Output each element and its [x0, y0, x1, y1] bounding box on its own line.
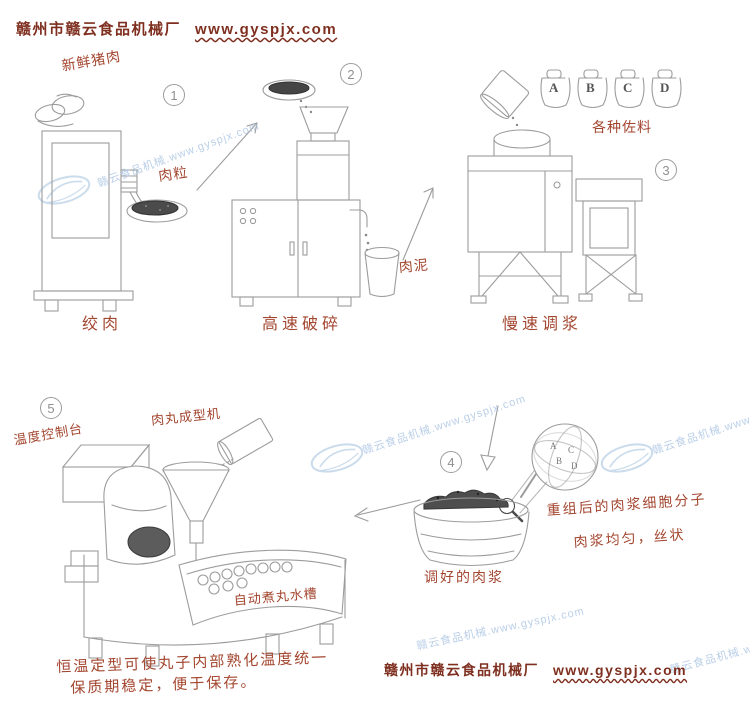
step4-number: 4 [440, 451, 462, 473]
step2-crusher-sketch [231, 79, 400, 307]
header-url: www.gyspjx.com [195, 21, 338, 38]
watermark-logo [37, 175, 91, 205]
footer-url: www.gyspjx.com [553, 662, 688, 678]
meat-paste-label: 肉泥 [398, 256, 430, 275]
step5-forming-sketch [61, 417, 347, 667]
jar-letter-c: C [623, 80, 633, 95]
step3-mixer-sketch [467, 69, 682, 304]
cell-letter-b: B [556, 456, 563, 466]
step2-number: 2 [340, 63, 362, 85]
header: 赣州市赣云食品机械厂 www.gyspjx.com [16, 18, 337, 39]
seasoning-label: 各种佐料 [592, 119, 652, 135]
watermark-logos [37, 175, 654, 473]
header-company: 赣州市赣云食品机械厂 [16, 21, 182, 38]
step4-paste-sketch [353, 405, 599, 567]
arrow-step1-to-step2 [196, 122, 258, 191]
cell-letter-d: D [571, 461, 578, 471]
watermark-logo [310, 443, 364, 473]
step1-number: 1 [163, 84, 185, 106]
meat-grain-label: 肉粒 [157, 163, 190, 184]
jar-letter-d: D [660, 80, 670, 95]
cell-letter-c: C [568, 445, 575, 455]
step5-number: 5 [40, 397, 62, 419]
seasoning-jars-sketch [540, 69, 682, 109]
jar-letter-b: B [586, 80, 595, 95]
machines [33, 69, 682, 667]
step3-title: 慢速调浆 [502, 316, 583, 333]
step1-title: 绞肉 [82, 316, 123, 333]
step2-title: 高速破碎 [262, 316, 343, 333]
step1-grinder-sketch [33, 93, 188, 312]
arrow-step2-to-step3 [402, 187, 434, 261]
jar-letter-a: A [549, 80, 559, 95]
footer-company: 赣州市赣云食品机械厂 [384, 662, 539, 678]
step3-number: 3 [655, 159, 677, 181]
meatballs-sketch [197, 561, 293, 595]
footer-company-line: 赣州市赣云食品机械厂 www.gyspjx.com [384, 660, 687, 680]
watermark-logo [600, 443, 654, 473]
basin-caption: 调好的肉浆 [424, 569, 504, 585]
cell-letter-a: A [550, 441, 557, 451]
